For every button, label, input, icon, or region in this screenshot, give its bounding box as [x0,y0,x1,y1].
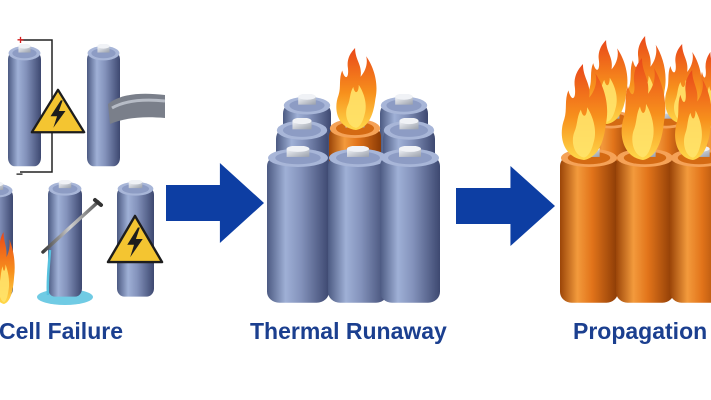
positive-terminal-label: + [17,33,24,47]
thermal-runaway-illustration [267,48,440,303]
battery-cell [616,146,674,303]
battery-cell [560,146,618,303]
battery-cell [328,146,388,303]
battery-cell [670,146,711,303]
propagation-illustration [560,36,711,303]
nail-icon [41,200,100,254]
punctured-cell [48,180,82,297]
stage-label-thermal-runaway: Thermal Runaway [250,318,447,344]
flame-icon [336,48,377,130]
stage-label-cell-failure: Cell Failure [0,318,123,344]
battery-cell [267,146,329,303]
arrow-right-icon [166,163,264,243]
arrow-right-icon [456,166,555,246]
negative-terminal-label: − [16,167,23,181]
cell-failure-illustration: + − [0,33,166,305]
battery-cell [380,146,440,303]
overcharged-cell [8,44,41,167]
stage-label-propagation: Propagation [573,318,708,344]
